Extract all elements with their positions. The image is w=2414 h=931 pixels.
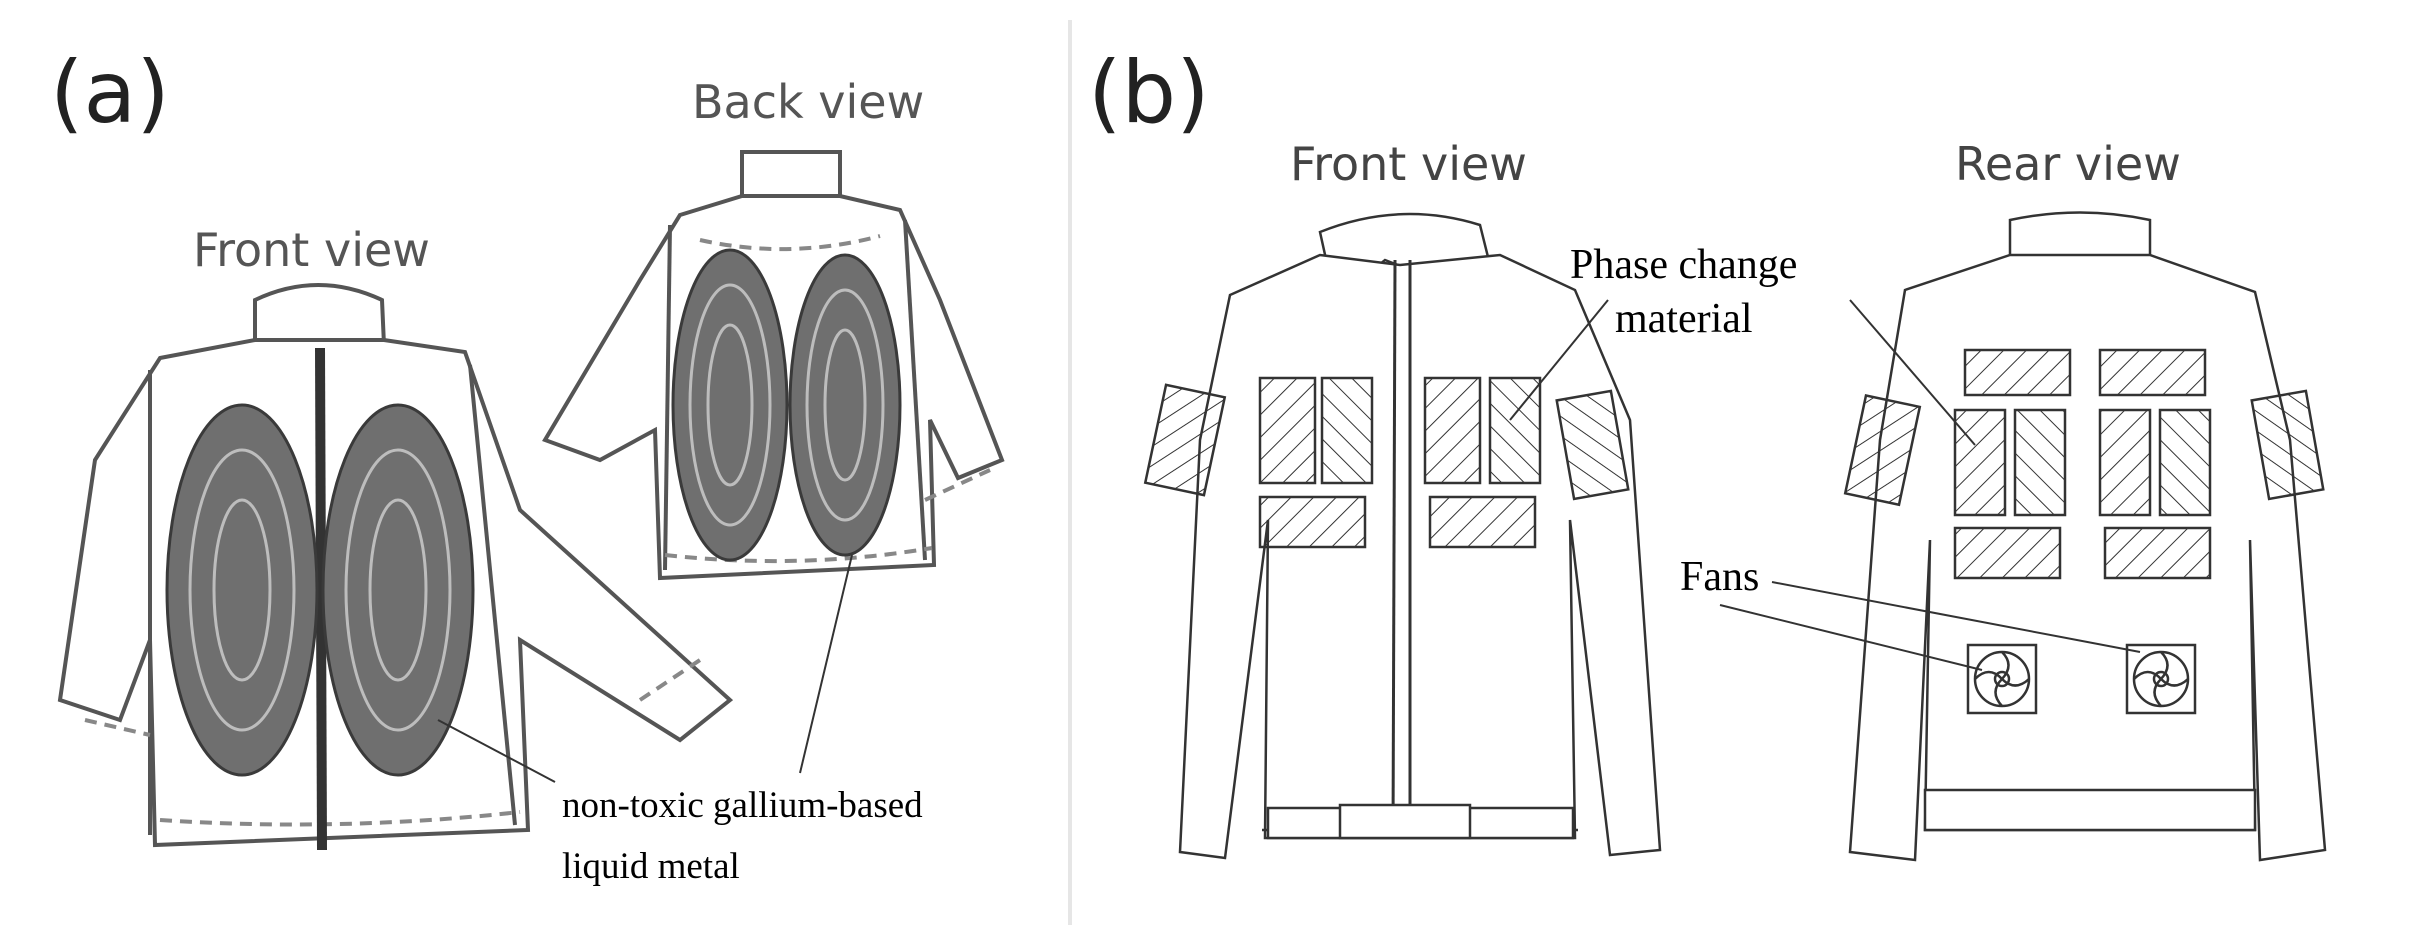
panel-b-rear-jacket [1848,211,2327,862]
panel-a-label: (a) [50,43,170,143]
fan-icon [2125,643,2197,715]
panel-b: (b) Front view Rear view [1088,43,2327,862]
panel-a-front-zipper [315,347,327,851]
panel-a: (a) Back view [50,43,1005,887]
annotation-line-1: non-toxic gallium-based [562,785,923,826]
annotation-line-2: liquid metal [562,846,740,887]
pcm-label-line-2: material [1615,296,1753,342]
pcm-leader-front [1509,299,1609,421]
panel-b-front-title: Front view [1290,137,1527,191]
fans-leader-left [1719,604,1983,671]
panel-a-back-liquid-metal [671,248,902,562]
pcm-label-line-1: Phase change [1570,242,1797,288]
panel-a-front-title: Front view [193,223,430,277]
panel-a-back-title: Back view [692,75,924,129]
pcm-leader-rear [1849,299,1976,446]
fan-icon [1966,643,2038,715]
panel-b-front-jacket [1178,212,1662,860]
panel-b-label: (b) [1088,43,1210,143]
fans-leader-right [1771,581,2141,653]
fans-label: Fans [1680,554,1759,600]
panel-b-rear-pcm-patches [1843,348,2325,580]
panel-b-front-pcm-patches [1143,376,1630,549]
annotation-leader-back [799,554,853,774]
panel-b-rear-title: Rear view [1955,137,2181,191]
annotation-leader-front [437,719,556,783]
panel-a-front-liquid-metal [165,403,475,777]
